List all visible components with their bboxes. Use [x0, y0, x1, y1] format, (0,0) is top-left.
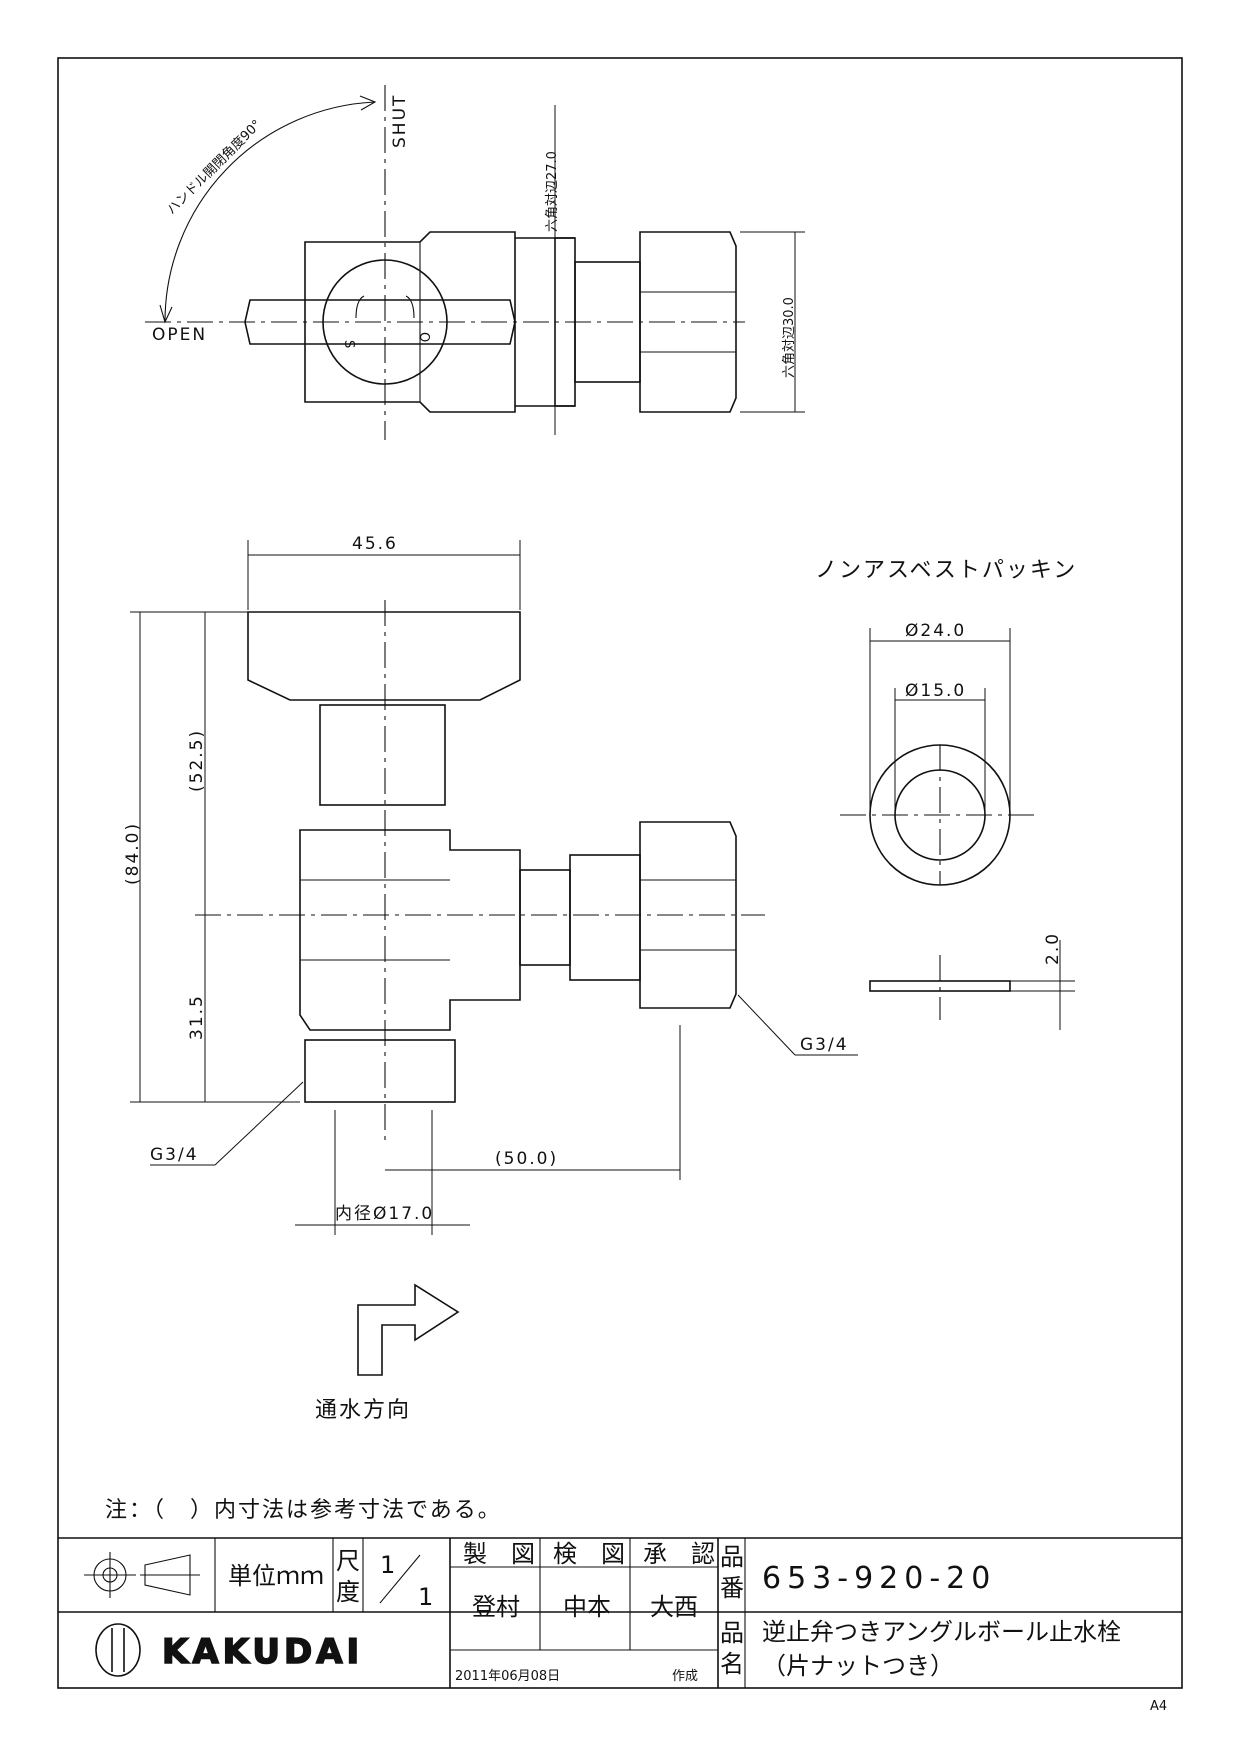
hex30-label: 六角対辺30.0 — [782, 297, 797, 378]
drawn-label: 製 図 — [463, 1540, 535, 1568]
projection-symbol-icon — [84, 1552, 200, 1598]
gasket-label: ノンアスベストパッキン — [815, 558, 1077, 583]
gasket-outer-dim: Ø24.0 — [905, 621, 966, 641]
thread-right-label: G3/4 — [800, 1035, 849, 1055]
scale-denominator: 1 — [418, 1583, 433, 1611]
handle-front — [247, 611, 521, 701]
offset-dim: (50.0) — [495, 1149, 558, 1169]
scale-numerator: 1 — [380, 1551, 395, 1579]
flow-arrow-icon — [357, 1283, 460, 1376]
valve-body-front — [299, 829, 521, 1031]
kakudai-logo-icon — [95, 1623, 141, 1677]
approved-by: 大西 — [650, 1593, 698, 1621]
brand-name: KAKUDAI — [162, 1632, 363, 1672]
part-no-label-2: 番 — [720, 1574, 744, 1602]
checked-by: 中本 — [563, 1593, 611, 1621]
front-view: 45.6 (84.0) (52.5) 31.5 (50.0) 内径Ø17.0 G… — [123, 534, 858, 1235]
flow-label: 通水方向 — [315, 1398, 411, 1423]
paper-size: A4 — [1150, 1699, 1167, 1714]
created-date: 2011年06月08日 — [455, 1669, 560, 1684]
flow-direction: 通水方向 — [315, 1283, 460, 1423]
stem-circle — [322, 259, 448, 385]
nut-top — [639, 231, 737, 413]
handle-angle-arc — [164, 101, 376, 323]
note-text: 注：（ ）内寸法は参考寸法である。 — [105, 1498, 502, 1523]
top-view: ハンドル開閉角度90° SHUT OPEN S O 六角対辺27.0 六角対辺3… — [145, 85, 805, 440]
lower-dim: 31.5 — [187, 994, 207, 1040]
part-number: 653-920-20 — [762, 1561, 996, 1596]
unit-label: 単位ｍｍ — [228, 1562, 324, 1590]
open-label: OPEN — [152, 325, 207, 345]
title-block: 単位ｍｍ 尺 度 1 1 製 図 検 図 承 認 登村 中本 大西 品 番 65… — [58, 1537, 1182, 1688]
gasket-inner-dim: Ø15.0 — [905, 681, 966, 701]
thread-left-label: G3/4 — [150, 1145, 199, 1165]
bottom-thread — [304, 1039, 456, 1103]
o-mark: O — [416, 332, 431, 342]
gasket-thickness-dim: 2.0 — [1043, 932, 1063, 965]
hex27-label: 六角対辺27.0 — [545, 151, 560, 232]
product-name-line-2: （片ナットつき） — [762, 1652, 954, 1680]
product-name-line-1: 逆止弁つきアングルボール止水栓 — [762, 1618, 1121, 1646]
gasket-view: ノンアスベストパッキン Ø24.0 Ø15.0 2.0 — [815, 558, 1077, 1030]
valve-body-top — [304, 231, 516, 413]
part-no-label-1: 品 — [720, 1543, 744, 1571]
scale-label-2: 度 — [336, 1578, 360, 1606]
upper-dim: (52.5) — [187, 729, 207, 792]
inner-dia-dim: 内径Ø17.0 — [335, 1204, 434, 1224]
name-label-2: 名 — [720, 1650, 744, 1678]
handle-angle-label: ハンドル開閉角度90° — [164, 117, 265, 218]
handle-top — [244, 299, 516, 345]
s-mark: S — [341, 340, 356, 348]
created-label: 作成 — [672, 1669, 698, 1684]
name-label-1: 品 — [720, 1619, 744, 1647]
checked-label: 検 図 — [553, 1540, 625, 1568]
approved-label: 承 認 — [643, 1540, 715, 1568]
width-dim: 45.6 — [352, 534, 398, 554]
stem-neck — [319, 704, 446, 806]
shut-label: SHUT — [390, 94, 410, 148]
scale-label-1: 尺 — [336, 1547, 360, 1575]
drawn-by: 登村 — [472, 1593, 520, 1621]
sheet-border — [57, 57, 1183, 1689]
nut-front — [639, 821, 737, 1009]
height-dim: (84.0) — [123, 822, 143, 885]
